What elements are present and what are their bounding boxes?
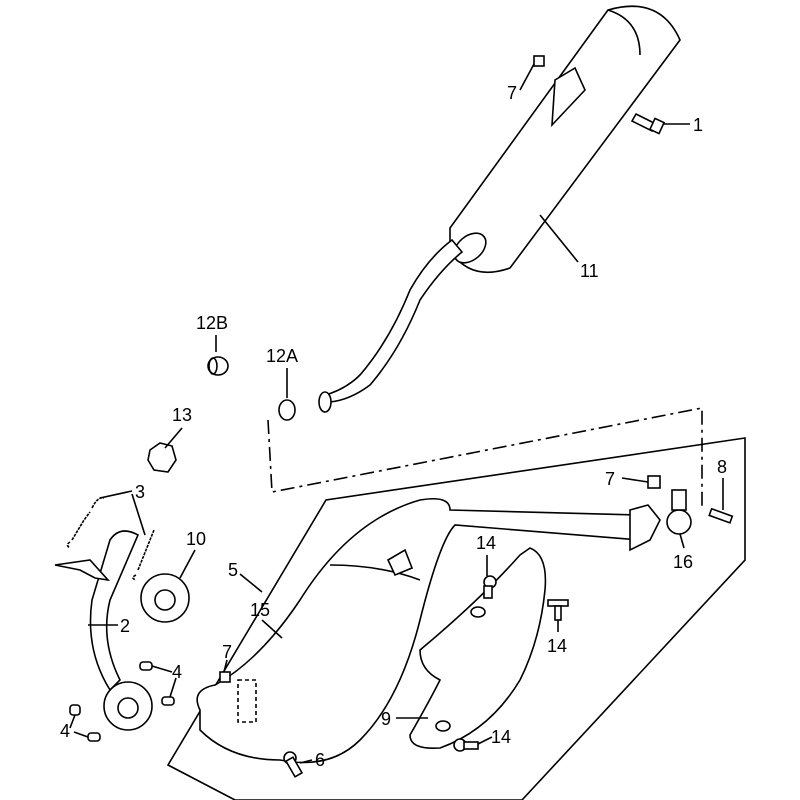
clamp-part-16	[666, 489, 692, 535]
spring-part-3b	[132, 529, 155, 581]
bolt-part-6	[283, 751, 304, 778]
callout-7: 7	[222, 642, 232, 662]
leader-lines	[69, 63, 724, 764]
assembly-outline	[166, 437, 746, 800]
exhaust-body-part-5	[196, 497, 661, 764]
callout-16: 16	[673, 552, 693, 572]
callout-9: 9	[381, 709, 391, 729]
dash-dot-link	[267, 407, 703, 510]
flange-part-10	[140, 573, 190, 623]
bolt-part-1	[630, 112, 666, 135]
callout-4: 4	[60, 721, 70, 741]
plate-part-13	[147, 442, 177, 473]
callout-10: 10	[186, 529, 206, 549]
callout-14: 14	[476, 533, 496, 553]
callout-4: 4	[172, 662, 182, 682]
nut-part-7	[219, 671, 231, 683]
muffler-part-11	[318, 5, 681, 413]
callout-14: 14	[547, 636, 567, 656]
callout-12b: 12B	[196, 313, 228, 333]
bolt-part-8	[708, 507, 734, 524]
nut-part-7	[533, 55, 545, 67]
callout-15: 15	[250, 600, 270, 620]
callout-1: 1	[693, 115, 703, 135]
callout-13: 13	[172, 405, 192, 425]
collar-part-12b	[207, 356, 229, 376]
callout-5: 5	[228, 560, 238, 580]
stud-parts-4	[69, 661, 175, 742]
header-pipe-part-2	[54, 530, 140, 692]
bolt-parts-14	[453, 575, 569, 752]
callout-2: 2	[120, 616, 130, 636]
callout-7: 7	[605, 469, 615, 489]
callout-3: 3	[135, 482, 145, 502]
callout-12a: 12A	[266, 346, 298, 366]
nut-part-7	[647, 475, 661, 489]
heat-shield-part-9	[409, 547, 547, 750]
callout-11: 11	[580, 261, 599, 281]
flange-lower	[103, 681, 153, 731]
gasket-part-12a	[278, 399, 296, 421]
callout-6: 6	[315, 750, 325, 770]
spring-part-3a	[66, 496, 105, 549]
callout-14: 14	[491, 727, 511, 747]
callout-8: 8	[717, 457, 727, 477]
callout-7: 7	[507, 83, 517, 103]
